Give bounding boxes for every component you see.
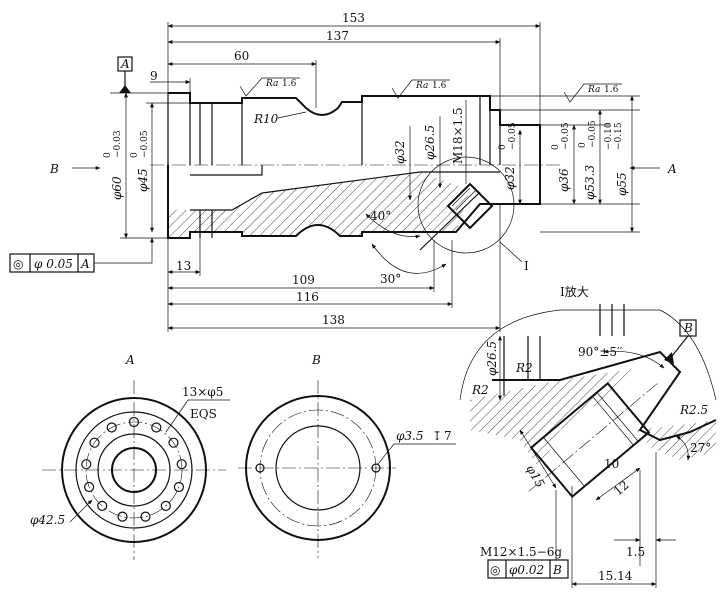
detail-len-15-14: 15.14 bbox=[598, 569, 633, 583]
depth-symbol: ↧ bbox=[432, 429, 442, 443]
eqs-label: EQS bbox=[190, 407, 217, 421]
dim-r10: R10 bbox=[253, 112, 279, 126]
dia-53-3: φ53.3 bbox=[583, 165, 597, 200]
gdt-detail-tol: φ0.02 bbox=[509, 563, 544, 577]
right-diameters: φ36 0 −0.05 φ53.3 0 −0.05 φ55 −0.10 −0.1… bbox=[490, 95, 640, 233]
bolt-hole bbox=[140, 511, 151, 522]
dim-13: 13 bbox=[176, 259, 191, 273]
detail-r2-a: R2 bbox=[515, 361, 533, 375]
dia-53-3-up: 0 bbox=[578, 142, 588, 148]
dim-109: 109 bbox=[292, 273, 315, 287]
detail-dia-26-5: φ26.5 bbox=[485, 341, 499, 376]
dia-55-up: −0.10 bbox=[604, 122, 614, 150]
bolt-hole bbox=[173, 481, 184, 493]
hole-3-5: φ3.5 bbox=[396, 429, 424, 443]
ra-label-1: Ra bbox=[265, 79, 278, 89]
bolt-hole bbox=[81, 459, 92, 470]
bolt-hole bbox=[151, 422, 162, 433]
gdt-main-tol: φ 0.05 bbox=[34, 257, 73, 271]
gdt-detail-symbol: ◎ bbox=[490, 563, 500, 577]
angle-30: 30° bbox=[380, 272, 401, 286]
detail-view: I放大 B φ26.5 R2 R2 90°±5′′ R2.5 bbox=[459, 284, 717, 588]
gdt-detail-datum: B bbox=[552, 563, 562, 577]
dia-60: φ60 bbox=[110, 176, 124, 200]
dia-60-up: 0 bbox=[103, 152, 113, 158]
detail-marker: I bbox=[524, 259, 529, 273]
dia-55: φ55 bbox=[615, 172, 629, 196]
bolt-hole bbox=[83, 481, 95, 493]
left-diameters: φ60 0 −0.03 φ45 0 −0.05 bbox=[103, 92, 190, 239]
detail-len-1-5: 1.5 bbox=[626, 545, 645, 559]
bolt-hole bbox=[97, 500, 108, 511]
horizontal-dimensions: 153 137 60 9 13 109 116 138 bbox=[150, 11, 541, 332]
detail-len-10: 10 bbox=[604, 457, 619, 471]
gdt-main-symbol: ◎ bbox=[13, 257, 23, 271]
angle-40: 40° bbox=[370, 209, 391, 223]
bolt-hole bbox=[128, 416, 140, 428]
detail-r2-5: R2.5 bbox=[679, 403, 708, 417]
bolt-hole bbox=[160, 500, 171, 511]
dim-138: 138 bbox=[322, 313, 345, 327]
view-arrow-a-label: A bbox=[667, 162, 677, 176]
dia-45-low: −0.05 bbox=[140, 130, 150, 158]
thread-m18: M18×1.5 bbox=[451, 107, 465, 164]
dia-32-up: 0 bbox=[498, 144, 508, 150]
detail-dia-15: φ15 bbox=[523, 463, 547, 491]
datum-b: B bbox=[683, 321, 693, 335]
view-a-title: A bbox=[125, 353, 135, 367]
detail-thread: M12×1.5−6g bbox=[480, 545, 562, 559]
holes-13xphi5: 13×φ5 bbox=[182, 385, 223, 399]
ra-value-2: 1.6 bbox=[432, 81, 447, 91]
ra-label-2: Ra bbox=[415, 81, 428, 91]
dia-26-5: φ26.5 bbox=[423, 125, 437, 160]
view-b-title: B bbox=[311, 353, 321, 367]
bolt-hole bbox=[176, 459, 187, 470]
datum-a: A bbox=[120, 57, 130, 71]
inner-diameters: φ32 φ26.5 M18×1.5 φ32 0 −0.05 bbox=[393, 100, 522, 205]
dim-116: 116 bbox=[296, 290, 319, 304]
detail-angle-90: 90°±5′′ bbox=[578, 345, 623, 359]
bolt-hole bbox=[168, 437, 179, 448]
bolt-hole bbox=[106, 422, 117, 433]
dim-137: 137 bbox=[326, 29, 349, 43]
view-arrow-b-label: B bbox=[49, 162, 59, 176]
section-hatch bbox=[168, 172, 470, 238]
ra-label-3: Ra bbox=[587, 85, 600, 95]
depth-7: 7 bbox=[444, 429, 452, 443]
dia-45: φ45 bbox=[136, 168, 150, 192]
detail-angle-27: 27° bbox=[690, 441, 711, 455]
inclined-port bbox=[419, 182, 494, 251]
view-a: A 13×φ5 EQS φ42.5 bbox=[30, 353, 230, 560]
dim-60: 60 bbox=[234, 49, 249, 63]
angle-dimensions: 40° 30° bbox=[365, 209, 447, 286]
surface-finish-marks: Ra 1.6 Ra 1.6 Ra 1.6 bbox=[239, 77, 622, 103]
dia-32-low: −0.05 bbox=[508, 122, 518, 150]
bolt-hole bbox=[89, 437, 100, 448]
bolt-hole bbox=[117, 511, 128, 522]
dia-53-3-low: −0.05 bbox=[588, 120, 598, 148]
dim-153: 153 bbox=[342, 11, 365, 25]
dia-32: φ32 bbox=[393, 140, 407, 164]
detail-len-12: 12 bbox=[611, 478, 632, 499]
detail-r2-b: R2 bbox=[471, 383, 489, 397]
ra-value-3: 1.6 bbox=[604, 85, 619, 95]
dia-32-small: φ32 bbox=[503, 166, 517, 190]
dia-36: φ36 bbox=[557, 168, 571, 192]
bolt-holes bbox=[81, 416, 187, 522]
gdt-main: ◎ φ 0.05 A bbox=[9, 237, 154, 273]
view-b: B φ3.5 ↧ 7 bbox=[238, 353, 456, 558]
gdt-main-datum: A bbox=[80, 257, 90, 271]
ra-value-1: 1.6 bbox=[282, 79, 297, 89]
dim-9: 9 bbox=[150, 69, 158, 83]
shaft-upper-outline bbox=[168, 92, 541, 165]
detail-title: I放大 bbox=[560, 284, 589, 299]
dia-36-low: −0.05 bbox=[561, 122, 571, 150]
pcd-42-5: φ42.5 bbox=[30, 513, 65, 527]
dia-36-up: 0 bbox=[551, 144, 561, 150]
dia-55-low: −0.15 bbox=[614, 122, 624, 150]
dia-45-up: 0 bbox=[130, 152, 140, 158]
dia-60-low: −0.03 bbox=[113, 130, 123, 158]
